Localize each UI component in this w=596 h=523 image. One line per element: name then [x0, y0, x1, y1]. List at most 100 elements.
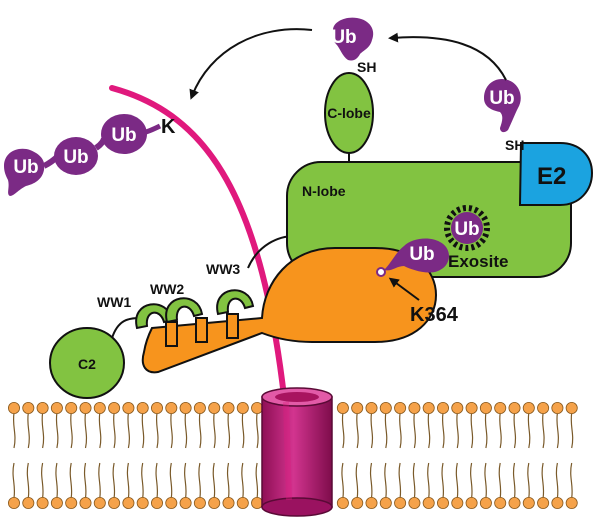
lipid-head — [150, 401, 163, 414]
c2-label: C2 — [78, 356, 96, 372]
e2-enzyme: E2 — [518, 142, 594, 206]
lipid-head — [136, 401, 149, 414]
ww3-domain — [216, 289, 255, 316]
c-lobe-ub: Ub — [331, 17, 374, 61]
lipid-head — [537, 401, 550, 414]
lipid-head — [451, 496, 464, 509]
lipid-head — [494, 496, 507, 509]
clobe-to-substrate-arrow — [189, 28, 313, 100]
lipid-head — [436, 401, 449, 414]
lipid-head — [208, 401, 221, 414]
lipid-head — [565, 496, 578, 509]
polyub-1-label: Ub — [13, 157, 38, 178]
lipid-head — [494, 401, 507, 414]
c-lobe-sh-label: SH — [357, 59, 376, 75]
lipid-head — [336, 496, 349, 509]
polyub-2-label: Ub — [63, 147, 88, 168]
lipid-head — [351, 401, 364, 414]
lipid-head — [351, 496, 364, 509]
lipid-head — [136, 496, 149, 509]
exosite-label: Exosite — [448, 252, 508, 271]
lipid-head — [508, 496, 521, 509]
c2-domain — [49, 327, 125, 399]
lipid-head — [465, 401, 478, 414]
lipid-head — [251, 401, 264, 414]
lipid-head — [551, 496, 564, 509]
e2-ub-label: Ub — [489, 88, 514, 109]
lipid-head — [36, 496, 49, 509]
k364-label: K364 — [410, 304, 459, 326]
c-lobe-label: C-lobe — [327, 105, 371, 121]
lipid-head — [65, 496, 78, 509]
ww2-domain — [165, 297, 204, 324]
lipid-head — [236, 401, 249, 414]
polyub-3-label: Ub — [111, 125, 136, 146]
lipid-head — [122, 496, 135, 509]
lipid-head — [193, 401, 206, 414]
lipid-head — [65, 401, 78, 414]
n-lobe-label: N-lobe — [302, 183, 346, 199]
c-lobe — [324, 72, 374, 154]
lipid-head — [508, 401, 521, 414]
lipid-head — [379, 401, 392, 414]
lipid-head — [422, 496, 435, 509]
lipid-head — [479, 496, 492, 509]
lipid-head — [336, 401, 349, 414]
lipid-head — [50, 401, 63, 414]
lipid-head — [22, 401, 35, 414]
lipid-head — [193, 496, 206, 509]
lipid-head — [165, 401, 178, 414]
lipid-head — [36, 401, 49, 414]
lipid-head — [551, 401, 564, 414]
lipid-head — [451, 401, 464, 414]
lipid-head — [208, 496, 221, 509]
lipid-head — [108, 401, 121, 414]
e2-ub: Ub — [484, 78, 521, 133]
lipid-head — [251, 496, 264, 509]
lipid-head — [522, 401, 535, 414]
lipid-head — [365, 401, 378, 414]
exosite-ub: Ub — [444, 205, 490, 251]
lipid-head — [93, 401, 106, 414]
c-lobe-ub-label: Ub — [331, 27, 356, 48]
lipid-head — [179, 401, 192, 414]
polyubiquitin-chain: Ub Ub Ub — [4, 114, 162, 196]
k364-site — [376, 267, 386, 277]
lipid-head — [522, 496, 535, 509]
k364-ub-label: Ub — [409, 244, 434, 265]
lipid-head — [7, 401, 20, 414]
k364-ub: Ub — [384, 238, 449, 273]
lipid-head — [408, 496, 421, 509]
lipid-head — [7, 496, 20, 509]
substrate-lysine-label: K — [161, 116, 176, 138]
e2-label: E2 — [537, 163, 566, 190]
lipid-head — [22, 496, 35, 509]
ww-domain-arm — [141, 247, 438, 374]
lipid-head — [93, 496, 106, 509]
exosite-ub-label: Ub — [454, 219, 479, 240]
lipid-head — [222, 496, 235, 509]
lipid-head — [394, 401, 407, 414]
lipid-head — [50, 496, 63, 509]
lipid-head — [565, 401, 578, 414]
lipid-head — [365, 496, 378, 509]
ww1-label: WW1 — [97, 294, 131, 310]
lipid-head — [436, 496, 449, 509]
lipid-head — [465, 496, 478, 509]
lipid-head — [422, 401, 435, 414]
lipid-head — [379, 496, 392, 509]
lipid-head — [222, 401, 235, 414]
lipid-head — [150, 496, 163, 509]
lipid-head — [122, 401, 135, 414]
lipid-bilayer — [7, 401, 578, 509]
lipid-head — [408, 401, 421, 414]
lipid-head — [394, 496, 407, 509]
lipid-head — [165, 496, 178, 509]
lipid-head — [108, 496, 121, 509]
lipid-head — [79, 496, 92, 509]
ww2-label: WW2 — [150, 281, 184, 297]
e2-sh-label: SH — [505, 137, 524, 153]
membrane-channel — [261, 387, 333, 517]
ww3-label: WW3 — [206, 261, 240, 277]
e2-to-clobe-arrow — [388, 32, 507, 81]
